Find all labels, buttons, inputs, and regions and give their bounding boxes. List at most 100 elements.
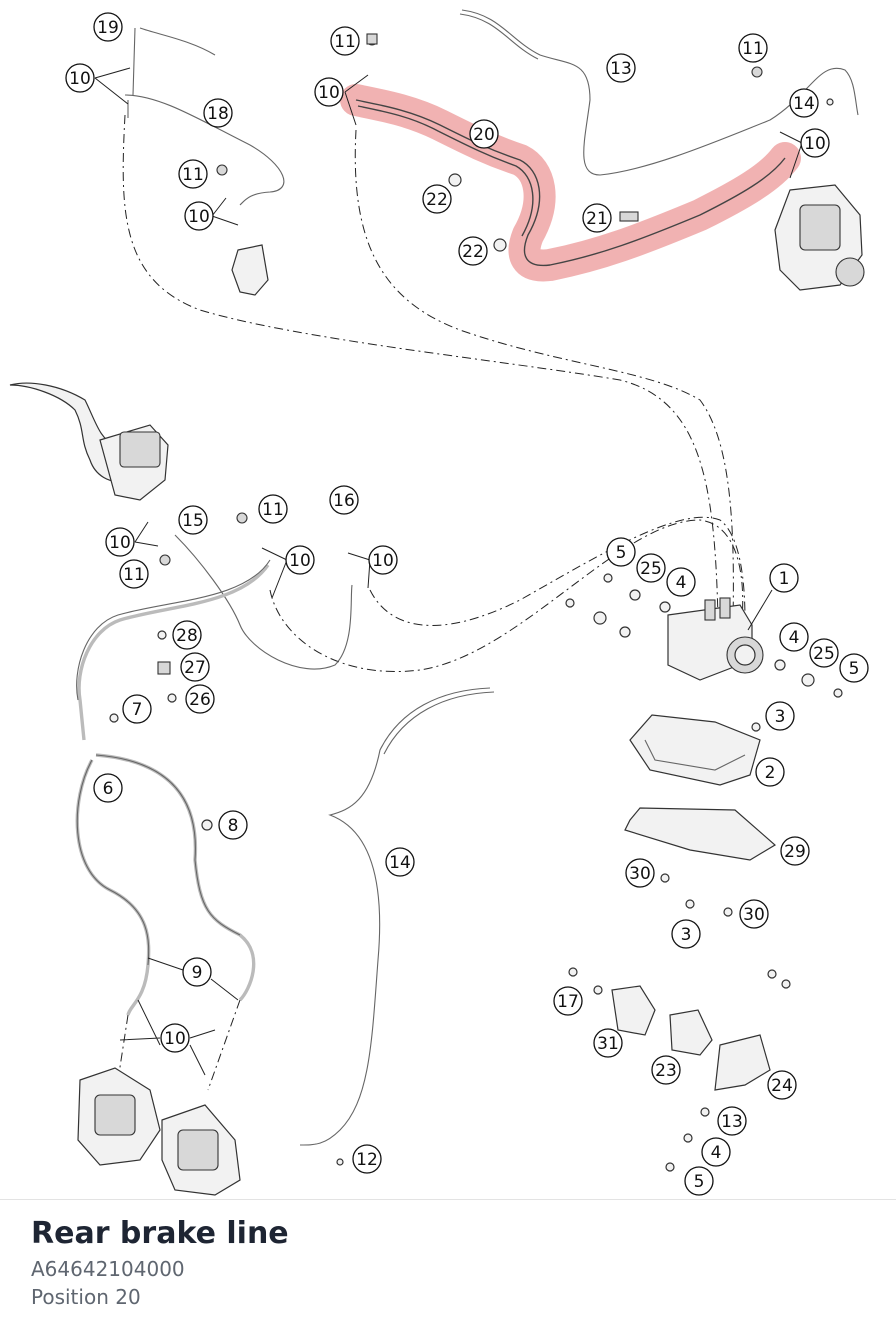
- svg-text:14: 14: [793, 94, 815, 114]
- svg-text:11: 11: [123, 565, 145, 585]
- sensor-cable-top: [461, 9, 859, 176]
- front-master-cylinder: [9, 382, 169, 501]
- exploded-parts-diagram: 19 10 18 11 10 11 10 20 22 22 21 13 11 1…: [9, 9, 869, 1196]
- callout-1[interactable]: 1: [769, 563, 799, 593]
- callout-27[interactable]: 27: [180, 652, 210, 682]
- callout-5[interactable]: 5: [684, 1166, 714, 1196]
- callout-13[interactable]: 13: [606, 53, 636, 83]
- callout-5[interactable]: 5: [839, 653, 869, 683]
- callout-6[interactable]: 6: [93, 773, 123, 803]
- callout-14[interactable]: 12: [352, 1144, 382, 1174]
- callout-21[interactable]: 21: [582, 203, 612, 233]
- callout-30[interactable]: 30: [625, 858, 655, 888]
- svg-text:11: 11: [262, 500, 284, 520]
- callout-31[interactable]: 31: [593, 1028, 623, 1058]
- sensor-23: [669, 1009, 713, 1056]
- callout-22[interactable]: 22: [458, 236, 488, 266]
- callout-22[interactable]: 22: [422, 184, 452, 214]
- callout-10[interactable]: 10: [105, 527, 135, 557]
- routing-line-4: [369, 516, 746, 626]
- callout-12[interactable]: 13: [717, 1106, 747, 1136]
- cover-plate: [624, 807, 777, 861]
- part-number: A64642104000: [31, 1257, 185, 1281]
- svg-text:8: 8: [228, 816, 239, 836]
- abs-bracket: [629, 714, 761, 786]
- svg-text:13: 13: [610, 59, 632, 79]
- callout-3[interactable]: 3: [671, 919, 701, 949]
- svg-text:11: 11: [334, 32, 356, 52]
- leader-lines: [94, 67, 803, 1076]
- svg-text:13: 13: [721, 1112, 743, 1132]
- callout-16[interactable]: 16: [329, 485, 359, 515]
- svg-text:14: 14: [389, 853, 411, 873]
- front-brake-hose-upper: [124, 27, 285, 206]
- callout-25[interactable]: 25: [636, 553, 666, 583]
- callout-17[interactable]: 17: [553, 986, 583, 1016]
- svg-text:4: 4: [711, 1143, 722, 1163]
- callout-11[interactable]: 11: [178, 159, 208, 189]
- front-brake-calipers: [77, 1067, 241, 1196]
- svg-text:10: 10: [372, 551, 394, 571]
- svg-text:10: 10: [804, 134, 826, 154]
- callout-13[interactable]: 14: [385, 847, 415, 877]
- callout-25[interactable]: 25: [809, 638, 839, 668]
- sensor-cable-lower: [299, 687, 491, 1146]
- abs-unit: [667, 597, 764, 681]
- callout-29[interactable]: 29: [780, 836, 810, 866]
- svg-text:4: 4: [789, 628, 800, 648]
- callout-7[interactable]: 7: [122, 694, 152, 724]
- callout-18[interactable]: 18: [203, 98, 233, 128]
- callout-10[interactable]: 10: [368, 545, 398, 575]
- svg-text:19: 19: [97, 18, 119, 38]
- svg-text:10: 10: [109, 533, 131, 553]
- callout-10[interactable]: 10: [65, 63, 95, 93]
- part-title: Rear brake line: [31, 1216, 289, 1251]
- callout-15[interactable]: 15: [178, 505, 208, 535]
- callout-20[interactable]: 20: [469, 119, 499, 149]
- callout-10[interactable]: 10: [800, 128, 830, 158]
- callout-30[interactable]: 30: [739, 899, 769, 929]
- callout-11[interactable]: 11: [330, 26, 360, 56]
- callout-24[interactable]: 24: [767, 1070, 797, 1100]
- callout-11[interactable]: 11: [738, 33, 768, 63]
- callout-10[interactable]: 10: [314, 77, 344, 107]
- svg-text:10: 10: [318, 83, 340, 103]
- callout-14[interactable]: 14: [789, 88, 819, 118]
- callout-5[interactable]: 5: [606, 537, 636, 567]
- svg-text:1: 1: [779, 569, 790, 589]
- callout-23[interactable]: 23: [651, 1055, 681, 1085]
- part-position: Position 20: [31, 1285, 141, 1309]
- svg-text:30: 30: [629, 864, 651, 884]
- svg-text:20: 20: [473, 125, 495, 145]
- callout-26[interactable]: 26: [185, 684, 215, 714]
- svg-text:9: 9: [192, 963, 203, 983]
- svg-text:5: 5: [616, 543, 627, 563]
- svg-text:26: 26: [189, 690, 211, 710]
- callout-3[interactable]: 3: [765, 701, 795, 731]
- svg-text:25: 25: [640, 559, 662, 579]
- routing-line-1: [122, 114, 719, 621]
- svg-text:16: 16: [333, 491, 355, 511]
- callout-2[interactable]: 2: [755, 757, 785, 787]
- callout-11[interactable]: 11: [258, 494, 288, 524]
- svg-text:24: 24: [771, 1076, 793, 1096]
- callout-10[interactable]: 10: [160, 1023, 190, 1053]
- callout-10[interactable]: 10: [285, 545, 315, 575]
- svg-text:3: 3: [681, 925, 692, 945]
- svg-text:10: 10: [69, 69, 91, 89]
- callout-8[interactable]: 8: [218, 810, 248, 840]
- svg-text:23: 23: [655, 1061, 677, 1081]
- rear-brake-line[interactable]: [355, 99, 786, 267]
- svg-text:17: 17: [557, 992, 579, 1012]
- callout-4[interactable]: 4: [666, 567, 696, 597]
- callout-9[interactable]: 9: [182, 957, 212, 987]
- rear-brake-line-highlight[interactable]: [340, 84, 801, 282]
- callout-11[interactable]: 11: [119, 559, 149, 589]
- callout-28[interactable]: 28: [172, 620, 202, 650]
- callout-4[interactable]: 4: [701, 1137, 731, 1167]
- callout-10[interactable]: 10: [184, 201, 214, 231]
- callout-4[interactable]: 4: [779, 622, 809, 652]
- svg-text:12: 12: [356, 1150, 378, 1170]
- callout-19[interactable]: 19: [93, 12, 123, 42]
- svg-text:10: 10: [164, 1029, 186, 1049]
